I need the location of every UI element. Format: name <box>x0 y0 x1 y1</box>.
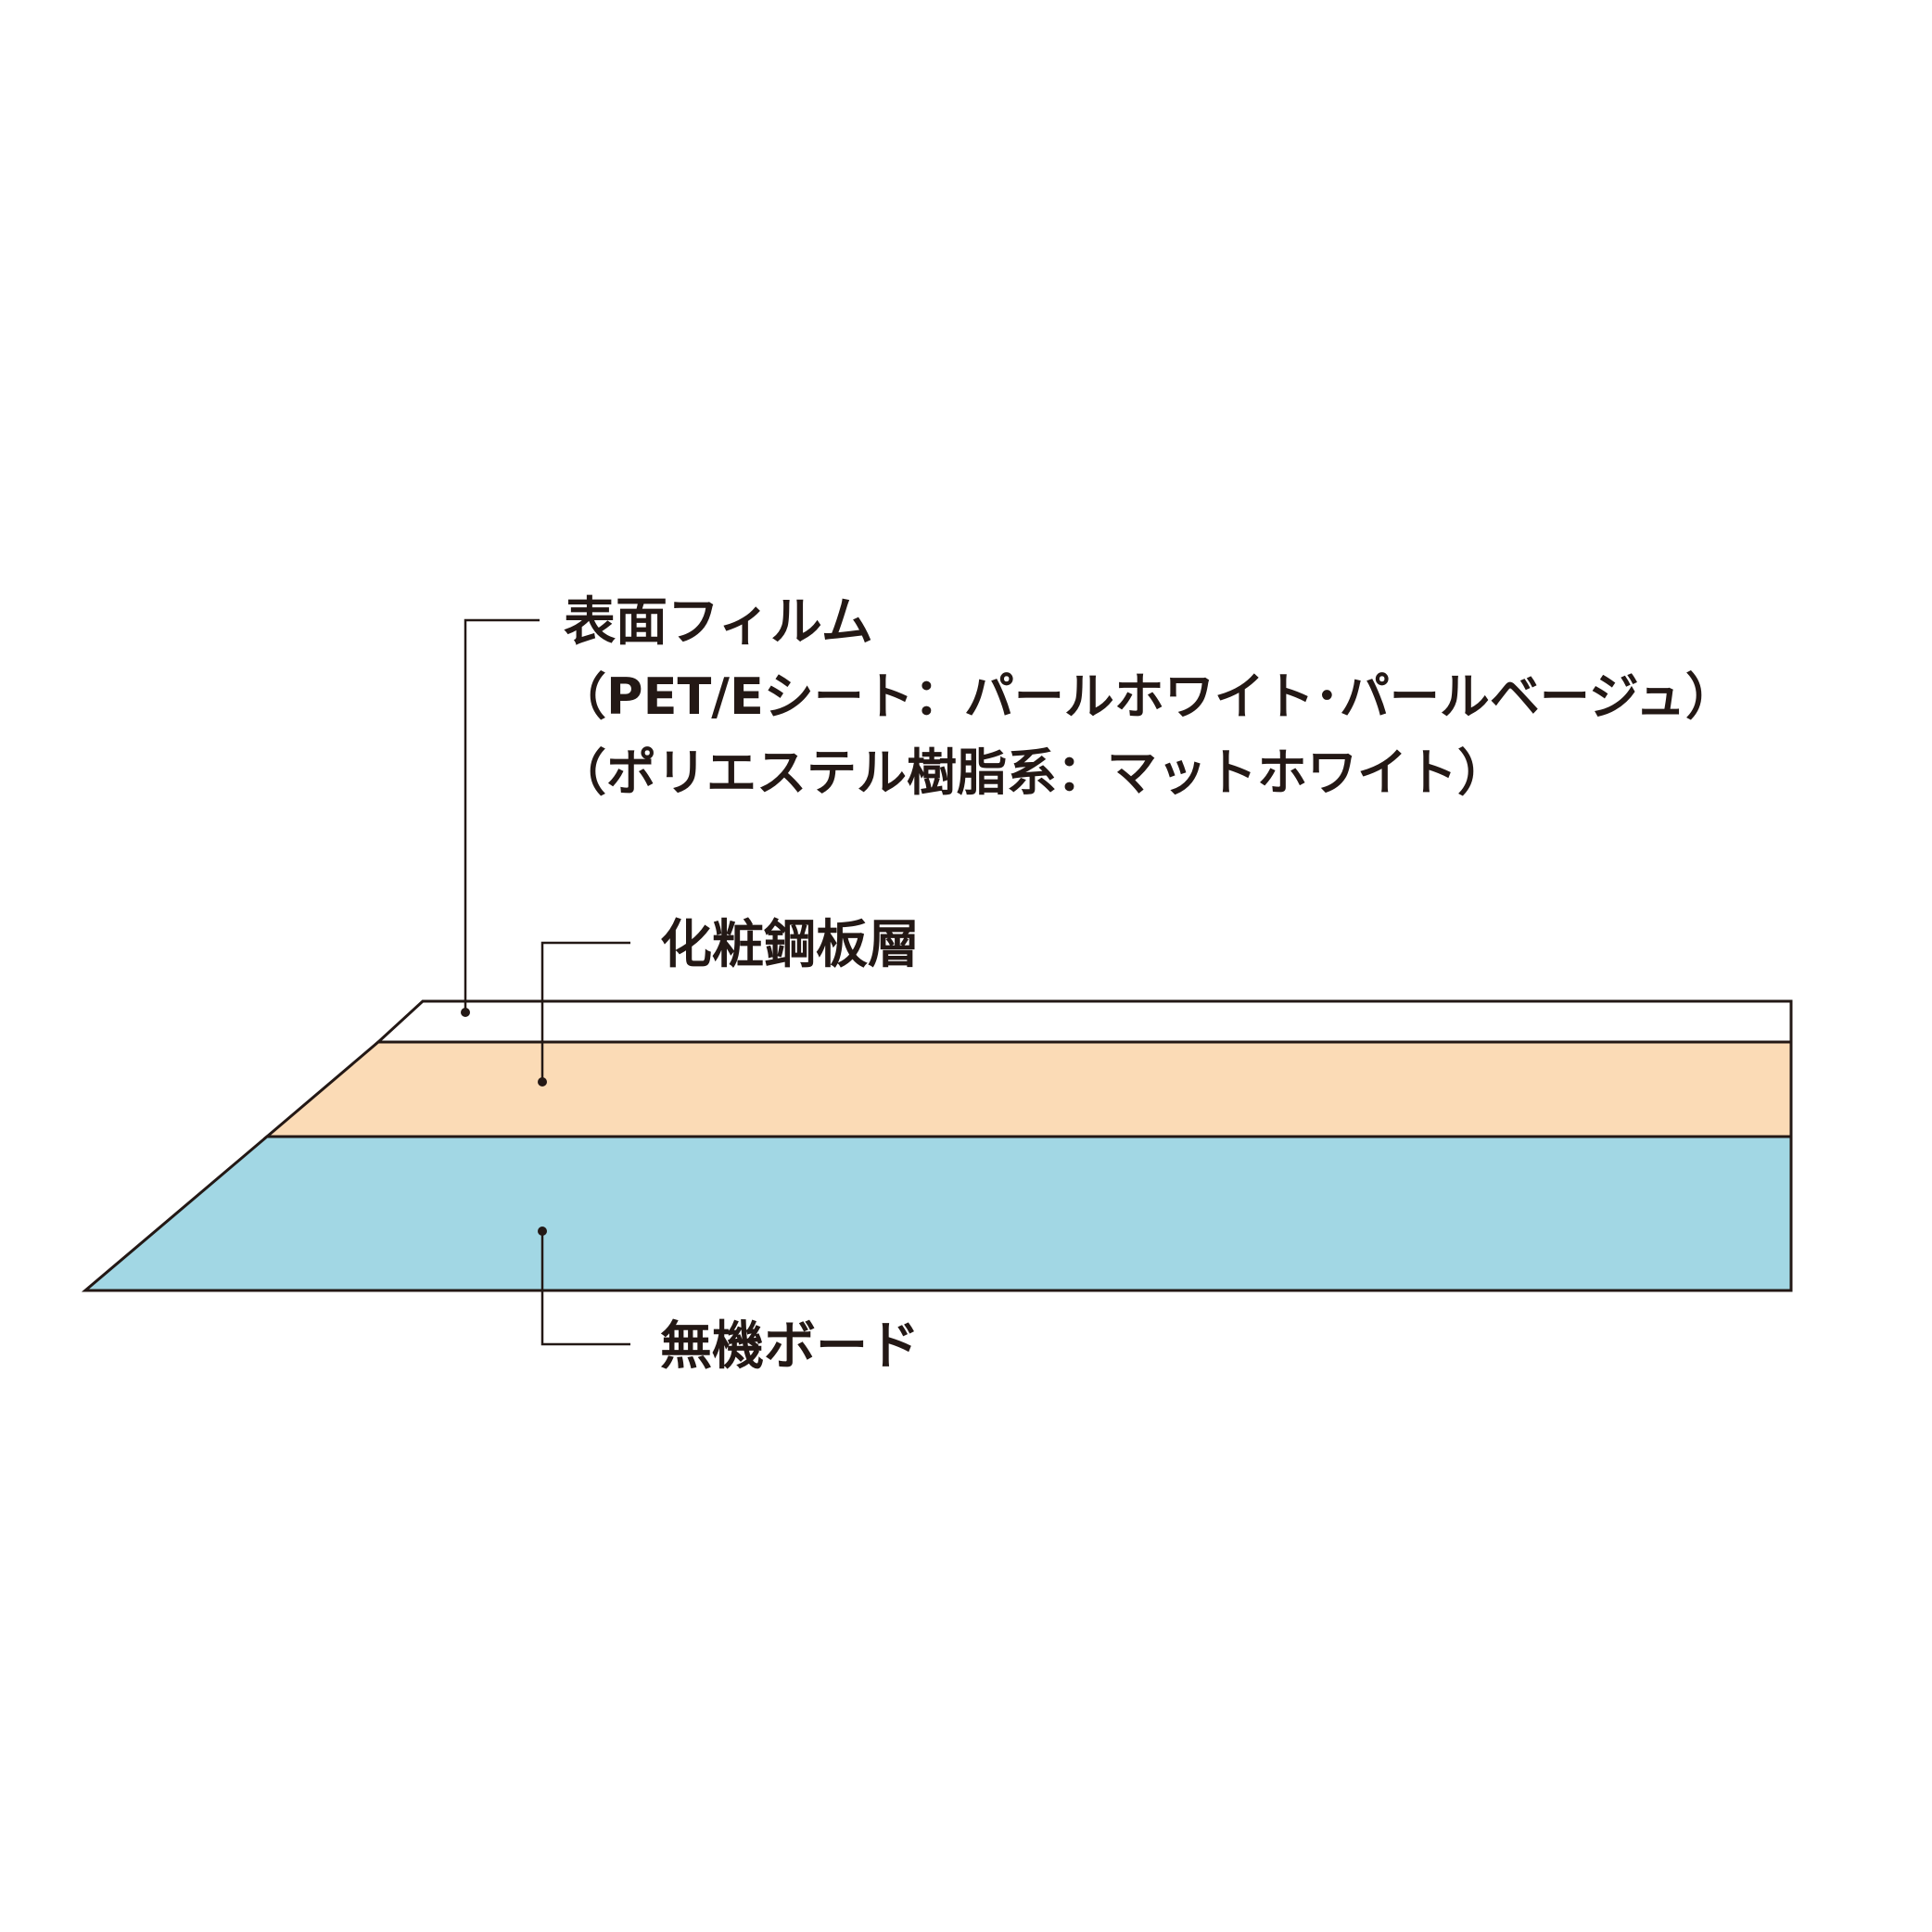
board-leader-line <box>540 1233 630 1346</box>
board-leader-dot <box>538 1227 547 1236</box>
surface-film-detail-2: （ポリエステル樹脂系：マットホワイト） <box>556 744 1507 802</box>
surface-film-layer <box>375 999 1793 1044</box>
surface-film-leader-dot <box>461 1008 470 1017</box>
steel-layer-leader-dot <box>538 1077 547 1087</box>
steel-layer-title: 化粧鋼板層 <box>660 915 920 975</box>
inorganic-board-title: 無機ボード <box>660 1316 920 1377</box>
surface-film-detail-1: （PET/Eシート：パールホワイト･パールベージュ） <box>556 667 1735 726</box>
surface-film-title: 表面フィルム <box>564 592 873 653</box>
inorganic-board-layer <box>81 1135 1793 1292</box>
steel-layer-leader-line <box>540 941 630 1080</box>
steel-sheet-layer <box>262 1040 1793 1138</box>
surface-film-leader-line <box>464 618 540 1010</box>
